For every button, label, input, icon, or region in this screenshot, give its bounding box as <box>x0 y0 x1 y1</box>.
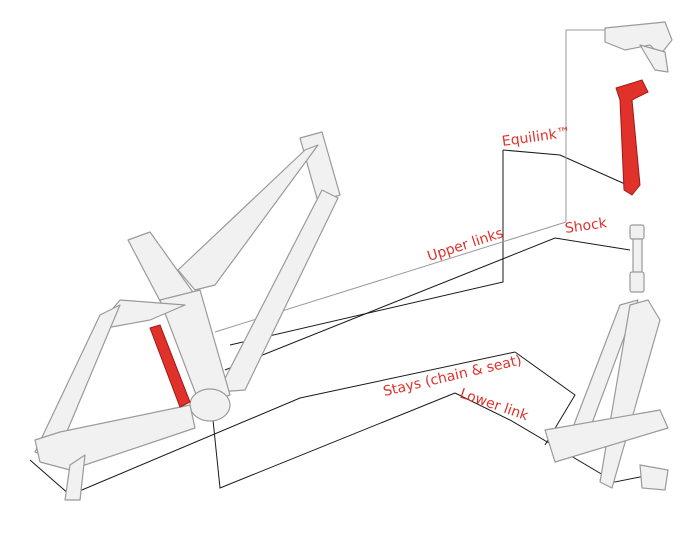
shock-leader <box>224 237 631 371</box>
equilink-top-leader <box>502 149 635 189</box>
exploded-upper-links <box>604 21 673 73</box>
lower-link-leader <box>191 392 456 489</box>
rear-triangle <box>34 299 196 501</box>
exploded-shock <box>629 224 645 293</box>
exploded-lower-link <box>639 464 669 491</box>
exploded-equilink <box>615 79 649 196</box>
equilink-on-frame <box>149 324 191 408</box>
stays-leader-2 <box>29 351 516 496</box>
equilink-leader <box>229 150 504 346</box>
exploded-stays <box>544 299 669 489</box>
upper-links-leader <box>565 29 612 222</box>
main-frame <box>127 131 341 422</box>
